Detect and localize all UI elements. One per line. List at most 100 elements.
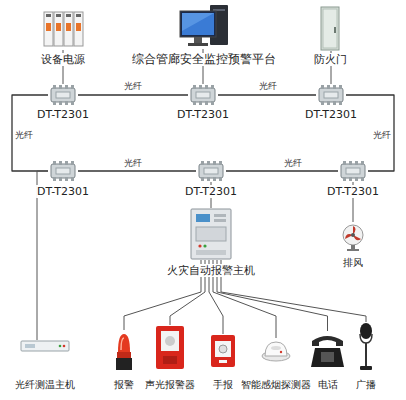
- icon-shape: [205, 101, 208, 105]
- icon-shape: [360, 323, 372, 339]
- icon-shape: [321, 7, 339, 50]
- sound-light-alarm-node: 声光报警器: [155, 325, 185, 370]
- icon-shape: [343, 161, 346, 165]
- icon-shape: [194, 37, 202, 43]
- icon-shape: [360, 366, 372, 370]
- fiber-module-node: DT-T2301: [188, 84, 218, 106]
- icon-shape: [64, 12, 73, 46]
- icon-shape: [213, 177, 216, 181]
- icon-shape: [56, 92, 70, 98]
- icon-shape: [339, 85, 342, 89]
- icon-shape: [71, 101, 74, 105]
- icon-shape: [207, 177, 210, 181]
- icon-shape: [324, 92, 338, 98]
- icon-shape: [196, 92, 210, 98]
- device-icon: [115, 330, 133, 372]
- icon-shape: [199, 101, 202, 105]
- device-label: DT-T2301: [36, 108, 90, 121]
- icon-shape: [56, 168, 70, 174]
- device-icon: [188, 84, 218, 106]
- device-icon: [42, 8, 84, 50]
- icon-shape: [360, 334, 372, 343]
- icon-shape: [196, 250, 226, 255]
- icon-shape: [199, 164, 223, 178]
- fiber-ring-connector: [218, 94, 316, 95]
- icon-shape: [211, 85, 214, 89]
- device-label: 声光报警器: [144, 378, 196, 391]
- icon-shape: [59, 101, 62, 105]
- icon-shape: [46, 23, 51, 31]
- icon-shape: [198, 244, 201, 247]
- exhaust-fan-node: 排风: [342, 222, 364, 252]
- icon-shape: [161, 331, 179, 351]
- icon-shape: [351, 233, 355, 237]
- icon-shape: [361, 161, 364, 165]
- edge-label: 光纤: [124, 81, 142, 92]
- icon-shape: [343, 177, 346, 181]
- telephone-node: 电话: [310, 331, 345, 368]
- device-icon: [320, 6, 340, 51]
- icon-shape: [347, 249, 359, 251]
- icon-shape: [203, 244, 206, 247]
- icon-shape: [66, 23, 71, 31]
- device-label: 排风: [342, 256, 364, 269]
- icon-shape: [339, 101, 342, 105]
- device-label: 防火门: [313, 53, 348, 66]
- icon-shape: [219, 161, 222, 165]
- broadcast-mic-node: 广播: [357, 322, 375, 372]
- icon-shape: [201, 161, 204, 165]
- icon-shape: [196, 214, 210, 222]
- icon-shape: [219, 177, 222, 181]
- edge-label: 光纤: [373, 130, 391, 141]
- icon-shape: [116, 358, 132, 370]
- device-icon: [155, 325, 185, 370]
- icon-shape: [56, 23, 61, 31]
- fiber-module-node: DT-T2301: [316, 84, 346, 106]
- icon-shape: [341, 164, 365, 178]
- icon-shape: [117, 352, 131, 358]
- icon-shape: [180, 11, 216, 37]
- icon-shape: [163, 356, 177, 364]
- icon-shape: [271, 346, 281, 350]
- icon-shape: [71, 161, 74, 165]
- device-icon: [48, 160, 78, 182]
- icon-shape: [53, 101, 56, 105]
- device-icon: [338, 160, 368, 182]
- icon-shape: [65, 161, 68, 165]
- icon-shape: [59, 345, 62, 348]
- icon-shape: [321, 352, 334, 362]
- device-label: 智能感烟探测器: [240, 378, 312, 391]
- icon-shape: [349, 177, 352, 181]
- icon-shape: [201, 177, 204, 181]
- fiber-module-node: DT-T2301: [48, 160, 78, 182]
- device-label: DT-T2301: [326, 185, 380, 198]
- fiber-ring-connector: [346, 95, 394, 171]
- icon-shape: [351, 245, 355, 249]
- icon-shape: [361, 177, 364, 181]
- icon-shape: [327, 101, 330, 105]
- fiber-temp-host-node: 光纤测温主机: [20, 340, 70, 352]
- icon-shape: [188, 43, 208, 46]
- icon-shape: [25, 344, 35, 348]
- device-label: 设备电源: [40, 53, 86, 66]
- icon-shape: [312, 336, 343, 346]
- device-icon: [342, 222, 364, 252]
- device-label: DT-T2301: [36, 185, 90, 198]
- icon-shape: [53, 161, 56, 165]
- icon-shape: [165, 336, 175, 346]
- icon-shape: [355, 161, 358, 165]
- icon-shape: [219, 345, 227, 353]
- icon-shape: [59, 177, 62, 181]
- alarm-beacon-node: 报警: [115, 330, 133, 372]
- icon-shape: [118, 334, 130, 352]
- icon-shape: [193, 101, 196, 105]
- icon-shape: [59, 161, 62, 165]
- icon-shape: [65, 85, 68, 89]
- icon-shape: [21, 341, 69, 351]
- icon-shape: [66, 14, 71, 17]
- device-label: 综合管廊安全监控预警平台: [131, 53, 277, 66]
- icon-shape: [51, 164, 75, 178]
- icon-shape: [51, 88, 75, 102]
- device-label: DT-T2301: [304, 108, 358, 121]
- device-icon: [310, 331, 345, 368]
